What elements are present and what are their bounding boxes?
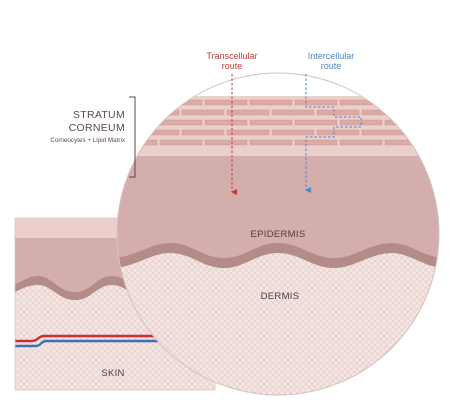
transcellular-route-label: Transcellular route xyxy=(206,51,258,71)
stratum-corneum-line2: CORNEUM xyxy=(68,122,125,134)
intercellular-line2: route xyxy=(320,61,342,71)
intercellular-line1: Intercellular xyxy=(307,51,355,61)
basal-layer xyxy=(117,243,439,268)
epidermis-label: EPIDERMIS xyxy=(250,229,306,240)
stratum-corneum-line1: STRATUM xyxy=(72,109,125,121)
transcellular-line2: route xyxy=(221,61,243,71)
transcellular-line1: Transcellular xyxy=(206,51,258,61)
skin-label: SKIN xyxy=(101,368,125,379)
intercellular-arrow-icon xyxy=(305,74,362,193)
stratum-corneum-bracket-icon xyxy=(129,96,136,178)
dermis-label: DERMIS xyxy=(260,291,300,302)
stratum-corneum-label: STRATUM CORNEUM xyxy=(69,109,125,135)
stratum-corneum-subtitle: Corneocytes + Lipid Matrix xyxy=(50,137,125,144)
intercellular-route-label: Intercellular route xyxy=(303,51,359,71)
